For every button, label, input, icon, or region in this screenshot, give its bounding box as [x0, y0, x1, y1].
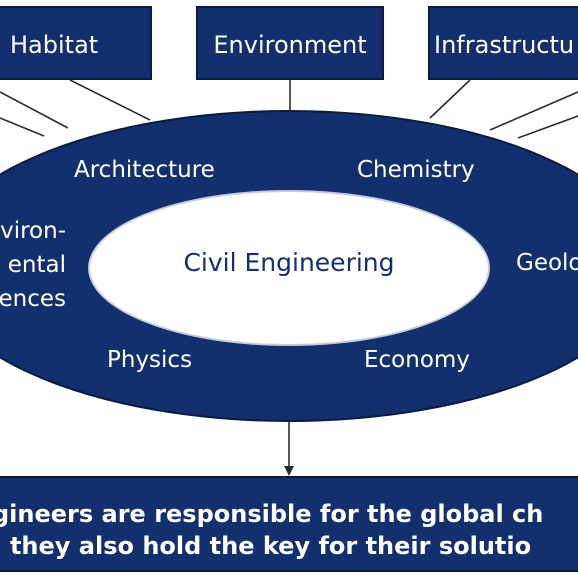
connector-left-1: [0, 91, 69, 129]
center-label: Civil Engineering: [183, 248, 395, 277]
connector-left-2: [0, 117, 45, 137]
inner-ellipse: [88, 190, 490, 346]
box-infrastructure: Infrastructu: [428, 6, 578, 80]
field-environmental-sciences: viron- ental ences: [0, 218, 66, 312]
field-chemistry: Chemistry: [357, 157, 475, 183]
field-geology: Geolo: [516, 250, 578, 276]
connector-habitat: [69, 79, 151, 121]
conclusion-box: gineers are responsible for the global c…: [0, 476, 578, 572]
box-environment: Environment: [196, 6, 384, 80]
connector-infrastructure: [429, 79, 471, 119]
box-habitat: Habitat: [0, 6, 152, 80]
conclusion-line-1: gineers are responsible for the global c…: [0, 500, 544, 528]
field-economy: Economy: [364, 347, 470, 373]
connector-right-1: [489, 91, 578, 131]
field-physics: Physics: [107, 347, 193, 373]
field-architecture: Architecture: [74, 157, 215, 183]
connector-right-2: [517, 115, 578, 139]
arrowhead-icon: [284, 466, 294, 476]
conclusion-line-2: : they also hold the key for their solut…: [0, 532, 532, 560]
